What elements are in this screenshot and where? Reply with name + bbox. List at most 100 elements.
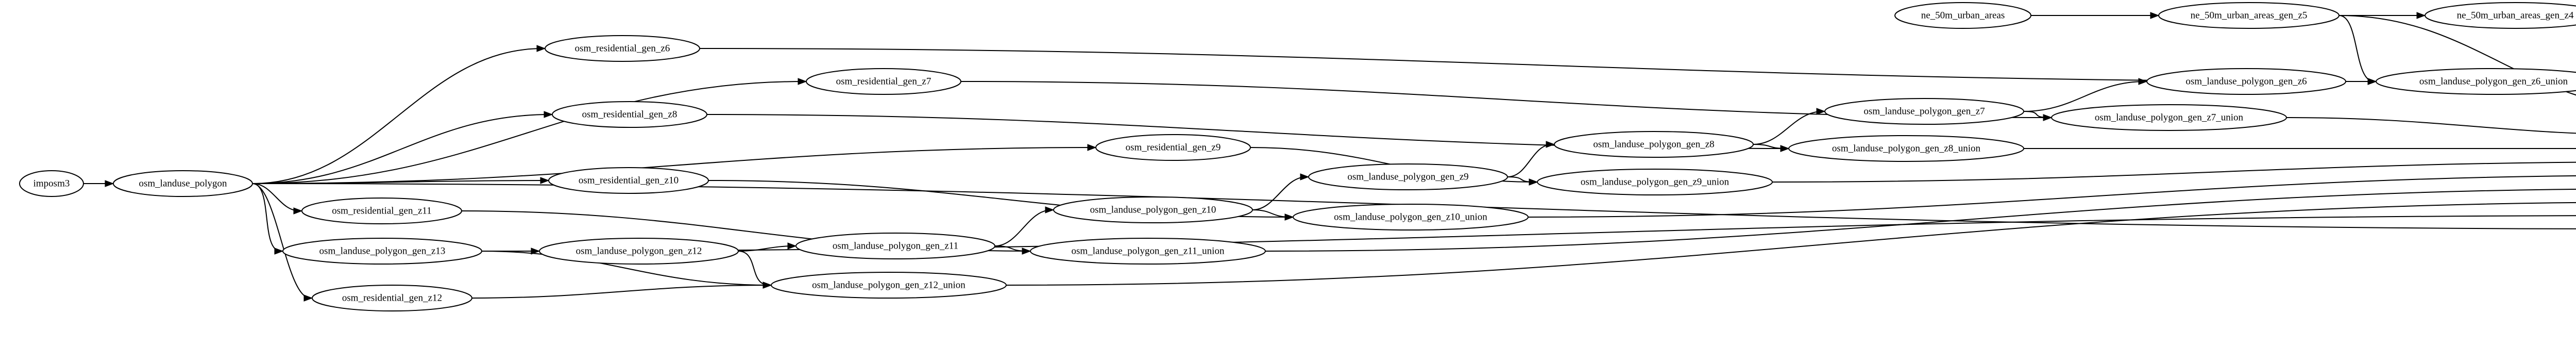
edge-osm_landuse_polygon-to-osm_residential_gen_z7 — [252, 81, 805, 184]
node-label-imposm3: imposm3 — [33, 178, 70, 189]
node-label-osm_landuse_polygon_gen_z9_union: osm_landuse_polygon_gen_z9_union — [1581, 176, 1730, 187]
node-osm_residential_gen_z8[interactable]: osm_residential_gen_z8 — [552, 101, 707, 128]
arrow-head — [1816, 108, 1826, 115]
node-label-osm_landuse_polygon_gen_z8_union: osm_landuse_polygon_gen_z8_union — [1832, 143, 1981, 154]
node-osm_landuse_polygon_gen_z9_union[interactable]: osm_landuse_polygon_gen_z9_union — [1537, 169, 1773, 195]
node-shape — [1788, 135, 2024, 162]
node-shape — [301, 198, 462, 224]
edge-osm_landuse_polygon-to-osm_landuse_polygon_gen_z13 — [252, 183, 281, 252]
node-osm_landuse_polygon_gen_z8[interactable]: osm_landuse_polygon_gen_z8 — [1554, 131, 1754, 158]
node-osm_residential_gen_z11[interactable]: osm_residential_gen_z11 — [301, 198, 462, 224]
node-osm_landuse_polygon_gen_z7_union[interactable]: osm_landuse_polygon_gen_z7_union — [2051, 104, 2287, 131]
edges-layer — [83, 12, 2576, 302]
node-label-osm_landuse_polygon_gen_z6_union: osm_landuse_polygon_gen_z6_union — [2419, 76, 2568, 87]
node-shape — [795, 233, 995, 259]
arrow-head — [1546, 141, 1555, 148]
node-osm_landuse_polygon_gen_z6_union[interactable]: osm_landuse_polygon_gen_z6_union — [2376, 68, 2576, 95]
node-osm_residential_gen_z9[interactable]: osm_residential_gen_z9 — [1095, 134, 1251, 161]
node-imposm3[interactable]: imposm3 — [19, 170, 84, 197]
node-shape — [2425, 2, 2576, 29]
node-osm_landuse_polygon_gen_z9[interactable]: osm_landuse_polygon_gen_z9 — [1308, 163, 1508, 190]
edge-ne_50m_urban_areas_gen_z5-to-osm_landuse_polygon_gen_z6_union — [2338, 15, 2375, 82]
arrow-head — [762, 282, 772, 289]
arrow-head — [2416, 12, 2426, 19]
arrow-head — [2367, 78, 2377, 85]
node-shape — [1824, 98, 2024, 125]
node-ne_50m_urban_areas_gen_z4[interactable]: ne_50m_urban_areas_gen_z4 — [2425, 2, 2576, 29]
node-label-osm_landuse_polygon: osm_landuse_polygon — [139, 178, 227, 189]
node-label-osm_landuse_polygon_gen_z8: osm_landuse_polygon_gen_z8 — [1593, 139, 1714, 150]
node-osm_residential_gen_z7[interactable]: osm_residential_gen_z7 — [806, 68, 961, 95]
node-osm_residential_gen_z6[interactable]: osm_residential_gen_z6 — [545, 35, 700, 62]
node-label-osm_residential_gen_z7: osm_residential_gen_z7 — [836, 76, 931, 87]
node-osm_landuse_polygon_gen_z8_union[interactable]: osm_landuse_polygon_gen_z8_union — [1788, 135, 2024, 162]
node-osm_landuse_polygon_gen_z11[interactable]: osm_landuse_polygon_gen_z11 — [795, 233, 995, 259]
node-osm_landuse_polygon_gen_z6[interactable]: osm_landuse_polygon_gen_z6 — [2146, 68, 2346, 95]
edge-osm_landuse_polygon_gen_z9_union-to-layer_landuse.z9 — [1772, 161, 2576, 183]
node-osm_landuse_polygon[interactable]: osm_landuse_polygon — [113, 170, 253, 197]
arrow-head — [105, 180, 114, 187]
edge-osm_residential_gen_z6-to-osm_landuse_polygon_gen_z6_union — [699, 48, 2375, 82]
node-shape — [1030, 238, 1266, 265]
node-label-osm_landuse_polygon_gen_z11_union: osm_landuse_polygon_gen_z11_union — [1072, 245, 1225, 256]
arrow-head — [1087, 144, 1097, 151]
node-label-osm_residential_gen_z11: osm_residential_gen_z11 — [332, 205, 431, 216]
node-osm_landuse_polygon_gen_z10[interactable]: osm_landuse_polygon_gen_z10 — [1053, 196, 1253, 223]
node-shape — [1554, 131, 1754, 158]
node-osm_landuse_polygon_gen_z12[interactable]: osm_landuse_polygon_gen_z12 — [539, 238, 739, 265]
node-ne_50m_urban_areas[interactable]: ne_50m_urban_areas — [1894, 2, 2031, 29]
node-shape — [1308, 163, 1508, 190]
arrow-head — [293, 207, 303, 215]
edge-ne_50m_urban_areas_gen_z5-to-layer_landuse.z5 — [2338, 15, 2576, 96]
arrow-head — [1284, 213, 1294, 221]
edge-osm_landuse_polygon-to-osm_residential_gen_z9 — [252, 147, 1094, 184]
node-osm_landuse_polygon_gen_z7[interactable]: osm_landuse_polygon_gen_z7 — [1824, 98, 2024, 125]
node-osm_landuse_polygon_gen_z12_union[interactable]: osm_landuse_polygon_gen_z12_union — [771, 272, 1007, 299]
node-osm_residential_gen_z12[interactable]: osm_residential_gen_z12 — [312, 285, 472, 311]
node-shape — [2158, 2, 2340, 29]
node-osm_landuse_polygon_gen_z13[interactable]: osm_landuse_polygon_gen_z13 — [282, 238, 482, 265]
edge-osm_landuse_polygon_gen_z7_union-to-layer_landuse.z7 — [2286, 117, 2576, 134]
node-label-osm_landuse_polygon_gen_z12_union: osm_landuse_polygon_gen_z12_union — [812, 279, 965, 290]
edge-osm_landuse_polygon_gen_z9-to-osm_landuse_polygon_gen_z8 — [1507, 144, 1553, 177]
arrow-head — [1045, 206, 1055, 213]
nodes-layer: imposm3 osm_landuse_polygon osm_residentia… — [19, 2, 2576, 311]
arrow-head — [2150, 12, 2160, 19]
node-label-osm_landuse_polygon_gen_z10_union: osm_landuse_polygon_gen_z10_union — [1334, 211, 1487, 222]
node-osm_residential_gen_z10[interactable]: osm_residential_gen_z10 — [548, 167, 709, 194]
node-label-osm_residential_gen_z6: osm_residential_gen_z6 — [575, 43, 670, 54]
node-osm_landuse_polygon_gen_z11_union[interactable]: osm_landuse_polygon_gen_z11_union — [1030, 238, 1266, 265]
edge-osm_landuse_polygon_gen_z10-to-osm_landuse_polygon_gen_z9 — [1252, 176, 1307, 210]
node-shape — [545, 35, 700, 62]
arrow-head — [1780, 145, 1790, 152]
node-shape — [1894, 2, 2031, 29]
edge-osm_landuse_polygon_gen_z11-to-osm_landuse_polygon_gen_z10 — [994, 209, 1052, 246]
node-label-osm_residential_gen_z8: osm_residential_gen_z8 — [582, 109, 677, 120]
node-shape — [1293, 204, 1529, 231]
edge-osm_landuse_polygon-to-osm_residential_gen_z8 — [252, 114, 551, 184]
node-shape — [1537, 169, 1773, 195]
node-osm_landuse_polygon_gen_z10_union[interactable]: osm_landuse_polygon_gen_z10_union — [1293, 204, 1529, 231]
node-label-osm_landuse_polygon_gen_z10: osm_landuse_polygon_gen_z10 — [1090, 204, 1216, 215]
arrow-head — [536, 45, 546, 52]
node-label-osm_residential_gen_z12: osm_residential_gen_z12 — [342, 292, 442, 303]
arrow-head — [1022, 248, 1031, 255]
arrow-head — [544, 111, 553, 118]
node-shape — [552, 101, 707, 128]
edge-osm_landuse_polygon-to-osm_residential_gen_z6 — [252, 48, 544, 184]
edge-osm_landuse_polygon_gen_z12-to-osm_landuse_polygon_gen_z12_union — [738, 251, 770, 286]
node-label-osm_landuse_polygon_gen_z9: osm_landuse_polygon_gen_z9 — [1347, 171, 1468, 182]
node-shape — [113, 170, 253, 197]
node-shape — [19, 170, 84, 197]
node-label-osm_landuse_polygon_gen_z11: osm_landuse_polygon_gen_z11 — [833, 240, 958, 251]
arrow-head — [1300, 173, 1310, 180]
edge-osm_landuse_polygon_gen_z13-to-osm_landuse_polygon_gen_z12_union — [481, 251, 770, 286]
node-shape — [1053, 196, 1253, 223]
node-ne_50m_urban_areas_gen_z5[interactable]: ne_50m_urban_areas_gen_z5 — [2158, 2, 2340, 29]
edge-osm_landuse_polygon_gen_z12_union-to-layer_landuse.z12 — [1006, 202, 2576, 286]
node-label-osm_landuse_polygon_gen_z13: osm_landuse_polygon_gen_z13 — [319, 245, 446, 256]
edge-osm_landuse_polygon_gen_z10_union-to-layer_landuse.z10 — [1528, 175, 2576, 218]
arrow-head — [540, 177, 550, 184]
node-shape — [771, 272, 1007, 299]
